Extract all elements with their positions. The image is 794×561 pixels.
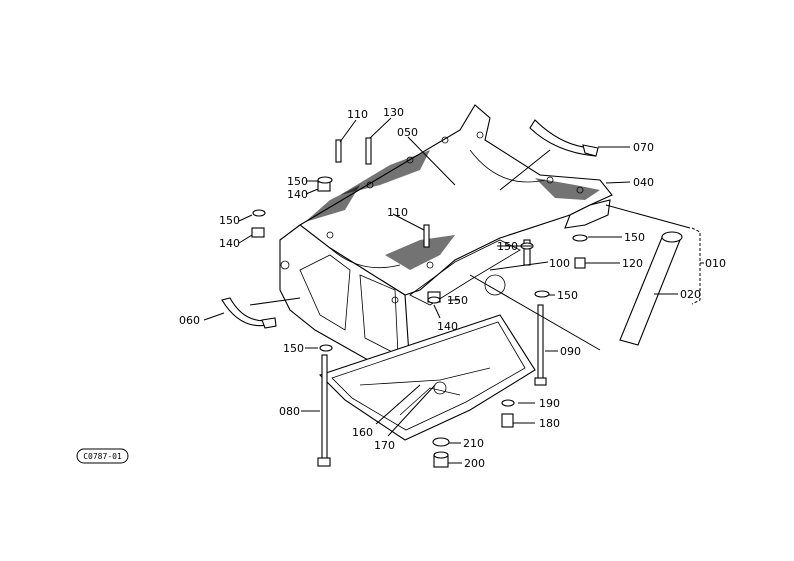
nut-140b xyxy=(251,227,265,238)
crankcase-housing xyxy=(279,104,613,379)
stud-130 xyxy=(365,137,372,165)
callout-070: 070 xyxy=(633,141,654,154)
stud-110a xyxy=(335,139,342,163)
washer-190 xyxy=(501,399,515,407)
callout-050: 050 xyxy=(397,126,418,139)
oil-pan-gasket xyxy=(318,314,536,441)
callout-100: 100 xyxy=(549,257,570,270)
drain-plug-200 xyxy=(433,451,449,468)
reference-code: C0787-01 xyxy=(83,452,122,461)
callout-150d: 150 xyxy=(624,231,645,244)
callout-170: 170 xyxy=(374,439,395,452)
callout-190: 190 xyxy=(539,397,560,410)
bolt-120 xyxy=(574,257,586,269)
callout-010: 010 xyxy=(705,257,726,270)
washer-150g xyxy=(319,344,333,352)
washer-150e xyxy=(534,290,550,298)
callout-160: 160 xyxy=(352,426,373,439)
callout-040: 040 xyxy=(633,176,654,189)
callout-090: 090 xyxy=(560,345,581,358)
callout-150g: 150 xyxy=(283,342,304,355)
bolt-100 xyxy=(520,239,534,266)
callout-060: 060 xyxy=(179,314,200,327)
callout-200: 200 xyxy=(464,457,485,470)
long-bolt-080 xyxy=(317,354,331,467)
bearing-cap-070 xyxy=(529,119,599,157)
callout-140c: 140 xyxy=(437,320,458,333)
callout-150e: 150 xyxy=(557,289,578,302)
callout-140a: 140 xyxy=(287,188,308,201)
washer-150d xyxy=(572,234,588,242)
callout-120: 120 xyxy=(622,257,643,270)
callout-130: 130 xyxy=(383,106,404,119)
callout-020: 020 xyxy=(680,288,701,301)
stud-110b xyxy=(423,224,430,248)
callout-150c: 150 xyxy=(497,240,518,253)
callout-110b: 110 xyxy=(387,206,408,219)
callout-labels: 110 130 050 070 040 150 140 150 140 110 … xyxy=(179,106,726,470)
oil-filler-tube xyxy=(619,231,683,346)
long-bolt-090 xyxy=(534,304,547,386)
washer-210 xyxy=(432,437,450,447)
callout-080: 080 xyxy=(279,405,300,418)
callout-180: 180 xyxy=(539,417,560,430)
callout-110a: 110 xyxy=(347,108,368,121)
callout-140b: 140 xyxy=(219,237,240,250)
bolt-180 xyxy=(501,413,514,428)
callout-210: 210 xyxy=(463,437,484,450)
reference-code-badge: C0787-01 xyxy=(76,448,129,464)
washer-150a xyxy=(317,176,333,184)
leader-lines xyxy=(203,117,704,464)
callout-150f: 150 xyxy=(447,294,468,307)
nut-140c xyxy=(427,291,441,304)
bearing-cap-060 xyxy=(221,297,277,329)
callout-150a: 150 xyxy=(287,175,308,188)
callout-150b: 150 xyxy=(219,214,240,227)
washer-150b xyxy=(252,209,266,217)
